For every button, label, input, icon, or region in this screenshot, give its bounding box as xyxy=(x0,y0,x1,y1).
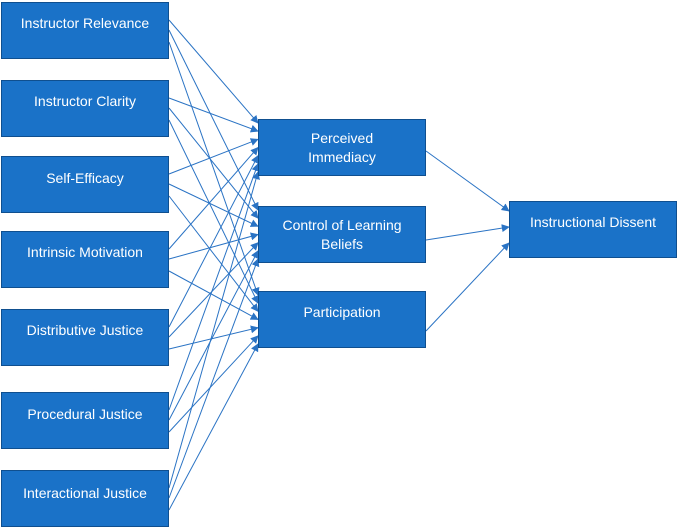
node-instructor-clarity: Instructor Clarity xyxy=(1,80,169,137)
arrow-interactional-justice-to-perceived-immediacy xyxy=(168,171,260,489)
node-label: Perceived Immediacy xyxy=(308,130,376,165)
arrow-instructor-relevance-to-participation xyxy=(168,41,260,296)
node-instructional-dissent: Instructional Dissent xyxy=(509,201,677,258)
node-label: Instructor Clarity xyxy=(34,93,136,109)
arrow-instructor-clarity-to-control-of-learning-beliefs xyxy=(168,107,259,219)
node-participation: Participation xyxy=(258,291,426,348)
node-intrinsic-motivation: Intrinsic Motivation xyxy=(1,231,169,288)
node-procedural-justice: Procedural Justice xyxy=(1,392,169,449)
arrow-procedural-justice-to-perceived-immediacy xyxy=(168,163,260,411)
arrow-participation-to-instructional-dissent xyxy=(425,242,510,332)
arrow-procedural-justice-to-participation xyxy=(168,335,259,433)
node-self-efficacy: Self-Efficacy xyxy=(1,156,169,213)
arrow-control-of-learning-beliefs-to-instructional-dissent xyxy=(425,224,510,241)
arrow-instructor-clarity-to-participation xyxy=(168,119,259,304)
arrow-intrinsic-motivation-to-participation xyxy=(168,270,259,320)
node-label: Participation xyxy=(303,304,381,320)
arrow-instructor-clarity-to-perceived-immediacy xyxy=(168,97,259,133)
arrow-perceived-immediacy-to-instructional-dissent xyxy=(425,150,510,212)
node-label: Interactional Justice xyxy=(23,485,147,501)
node-label: Instructor Relevance xyxy=(20,15,150,31)
arrow-distributive-justice-to-perceived-immediacy xyxy=(168,154,259,328)
node-perceived-immediacy: Perceived Immediacy xyxy=(258,119,426,176)
arrow-intrinsic-motivation-to-perceived-immediacy xyxy=(168,146,259,250)
arrow-intrinsic-motivation-to-control-of-learning-beliefs xyxy=(168,232,259,260)
node-label: Procedural Justice xyxy=(27,406,143,422)
arrow-distributive-justice-to-participation xyxy=(168,325,259,350)
arrow-self-efficacy-to-perceived-immediacy xyxy=(168,138,259,175)
node-label: Self-Efficacy xyxy=(46,170,124,186)
arrow-distributive-justice-to-control-of-learning-beliefs xyxy=(168,242,259,338)
node-label: Intrinsic Motivation xyxy=(27,244,143,260)
arrow-procedural-justice-to-control-of-learning-beliefs xyxy=(168,250,259,421)
node-label: Distributive Justice xyxy=(26,322,144,338)
node-instructor-relevance: Instructor Relevance xyxy=(1,2,169,59)
arrow-instructor-relevance-to-perceived-immediacy xyxy=(168,19,259,124)
edge-group xyxy=(168,19,510,511)
node-control-of-learning-beliefs: Control of Learning Beliefs xyxy=(258,206,426,263)
node-label: Control of Learning Beliefs xyxy=(282,217,402,252)
arrow-instructor-relevance-to-control-of-learning-beliefs xyxy=(168,29,259,211)
node-distributive-justice: Distributive Justice xyxy=(1,309,169,366)
arrow-self-efficacy-to-control-of-learning-beliefs xyxy=(168,183,259,227)
arrow-interactional-justice-to-participation xyxy=(168,343,259,511)
arrow-interactional-justice-to-control-of-learning-beliefs xyxy=(168,258,260,499)
node-label: Instructional Dissent xyxy=(529,214,657,230)
node-interactional-justice: Interactional Justice xyxy=(1,470,169,527)
arrow-self-efficacy-to-participation xyxy=(168,195,259,312)
